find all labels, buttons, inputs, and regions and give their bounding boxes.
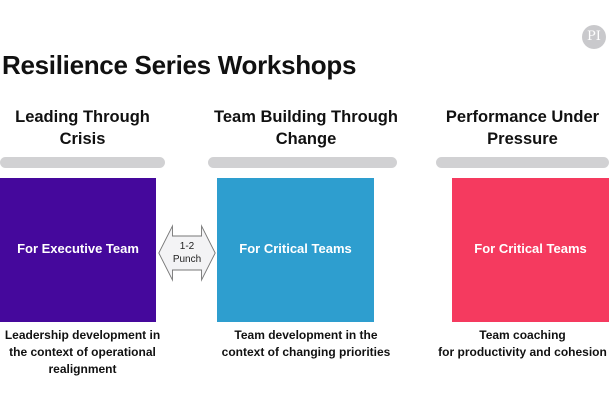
audience-box: For Critical Teams [217, 178, 374, 322]
workshop-description: Leadership development in the context of … [0, 327, 165, 378]
pi-logo: PI [582, 25, 606, 49]
workshop-description: Team development in the context of changi… [196, 327, 416, 361]
heading-line: Performance Under [445, 108, 600, 126]
divider-bar [436, 157, 609, 168]
desc-line: context of changing priorities [221, 345, 391, 359]
divider-bar [0, 157, 165, 168]
workshop-description: Team coaching for productivity and cohesi… [436, 327, 609, 361]
divider-bar [208, 157, 397, 168]
connector-line: 1-2 [179, 241, 195, 252]
audience-label: For Critical Teams [239, 241, 352, 256]
desc-line: Leadership development in [4, 328, 161, 342]
desc-line: Team development in the [234, 328, 378, 342]
heading-line: Team Building Through [214, 108, 398, 126]
audience-label: For Executive Team [17, 241, 139, 256]
audience-box: For Critical Teams [452, 178, 609, 322]
heading-line: Leading Through [15, 108, 150, 126]
desc-line: realignment [48, 362, 117, 376]
heading-line: Change [275, 130, 337, 148]
connector-label: 1-2 Punch [157, 240, 217, 266]
heading-line: Pressure [487, 130, 558, 148]
heading-line: Crisis [59, 130, 106, 148]
audience-box: For Executive Team [0, 178, 156, 322]
double-arrow-icon [158, 224, 216, 282]
desc-line: the context of operational [9, 345, 156, 359]
desc-line: for productivity and cohesion [438, 345, 607, 359]
desc-line: Team coaching [479, 328, 566, 342]
page-title: Resilience Series Workshops [2, 50, 357, 80]
connector-line: Punch [172, 254, 202, 265]
audience-label: For Critical Teams [474, 241, 587, 256]
